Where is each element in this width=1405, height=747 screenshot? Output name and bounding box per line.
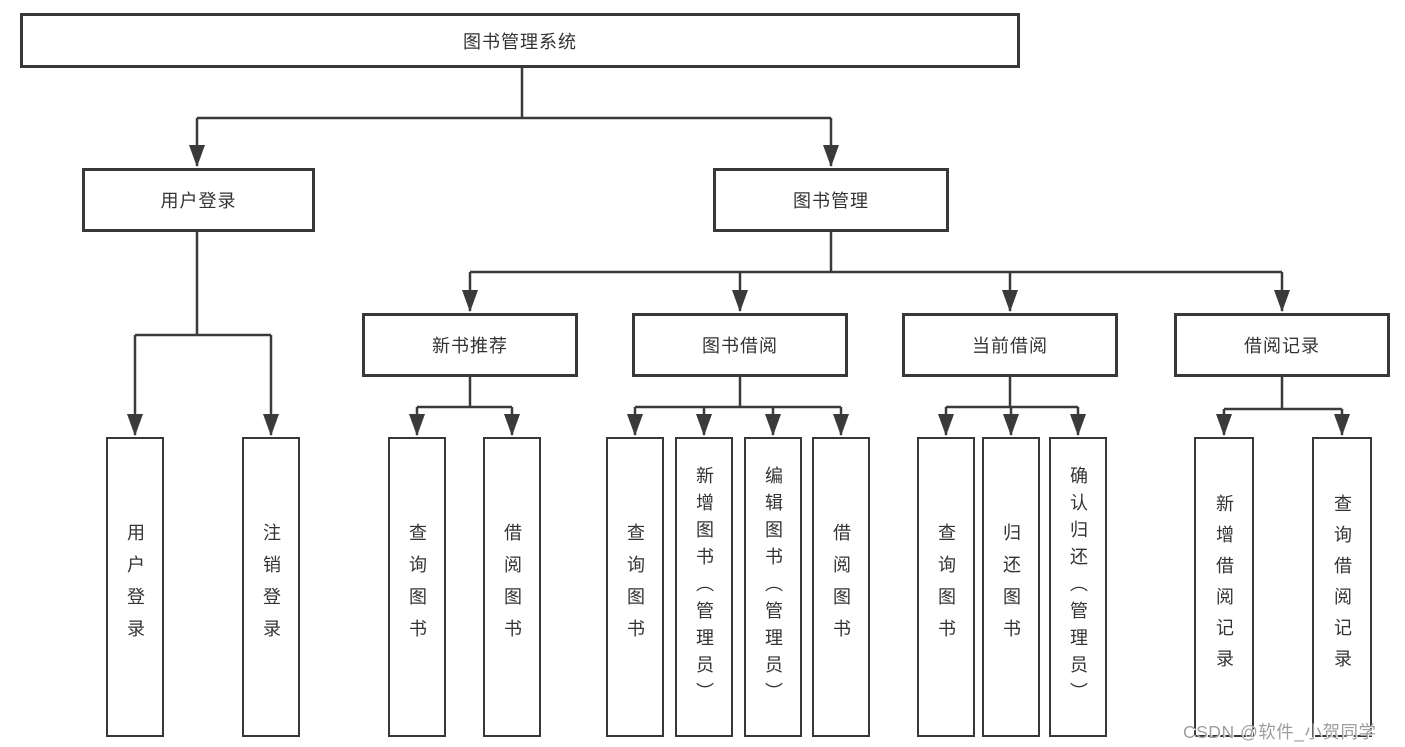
leaf-cb-confirm-return-label: 确认归还（管理员） [1068, 465, 1088, 709]
connector-bb-leaves [635, 377, 841, 409]
node-user-login-label: 用户登录 [160, 191, 237, 211]
leaf-cb-return-books-label: 归还图书 [1001, 523, 1021, 651]
connector-cb-leaves [946, 377, 1078, 409]
node-book-management-label: 图书管理 [793, 191, 869, 211]
leaf-bb-add-books-label: 新增图书（管理员） [694, 465, 714, 709]
leaf-bb-query-books-label: 查询图书 [625, 523, 645, 651]
leaf-bb-edit-books-label: 编辑图书（管理员） [763, 465, 783, 709]
leaf-br-query-record: 查询借阅记录 [1312, 437, 1372, 737]
node-current-borrowing-label: 当前借阅 [972, 336, 1048, 356]
leaf-cb-query-books-label: 查询图书 [936, 523, 956, 651]
node-current-borrowing: 当前借阅 [902, 313, 1118, 377]
leaf-br-query-record-label: 查询借阅记录 [1332, 494, 1352, 680]
connector-nbr-leaves [417, 377, 512, 409]
connector-bm-to-level3 [470, 232, 1282, 274]
node-new-book-recommend-label: 新书推荐 [432, 336, 508, 356]
node-book-borrowing: 图书借阅 [632, 313, 848, 377]
leaf-nbr-query-books: 查询图书 [388, 437, 446, 737]
leaf-cb-return-books: 归还图书 [982, 437, 1040, 737]
leaf-br-add-record: 新增借阅记录 [1194, 437, 1254, 737]
node-book-management: 图书管理 [713, 168, 949, 232]
leaf-user-login: 用户登录 [106, 437, 164, 737]
leaf-bb-query-books: 查询图书 [606, 437, 664, 737]
leaf-bb-add-books: 新增图书（管理员） [675, 437, 733, 737]
connector-root-to-level2 [197, 68, 831, 120]
leaf-bb-borrow-books-label: 借阅图书 [831, 523, 851, 651]
leaf-nbr-borrow-books: 借阅图书 [483, 437, 541, 737]
node-book-borrowing-label: 图书借阅 [702, 336, 778, 356]
leaf-cb-query-books: 查询图书 [917, 437, 975, 737]
node-borrowing-records: 借阅记录 [1174, 313, 1390, 377]
leaf-nbr-borrow-books-label: 借阅图书 [502, 523, 522, 651]
leaf-bb-edit-books: 编辑图书（管理员） [744, 437, 802, 737]
leaf-nbr-query-books-label: 查询图书 [407, 523, 427, 651]
connector-userlogin-leaves [135, 232, 271, 337]
leaf-cb-confirm-return: 确认归还（管理员） [1049, 437, 1107, 737]
leaf-logout-label: 注销登录 [261, 523, 281, 651]
leaf-user-login-label: 用户登录 [125, 523, 145, 651]
node-borrowing-records-label: 借阅记录 [1244, 336, 1320, 356]
csdn-watermark: CSDN @软件_小贺同学 [1183, 722, 1377, 742]
leaf-br-add-record-label: 新增借阅记录 [1214, 494, 1234, 680]
node-user-login: 用户登录 [82, 168, 315, 232]
leaf-bb-borrow-books: 借阅图书 [812, 437, 870, 737]
node-root: 图书管理系统 [20, 13, 1020, 68]
leaf-logout: 注销登录 [242, 437, 300, 737]
node-new-book-recommend: 新书推荐 [362, 313, 578, 377]
connector-br-leaves [1224, 377, 1342, 411]
node-root-label: 图书管理系统 [463, 31, 577, 52]
